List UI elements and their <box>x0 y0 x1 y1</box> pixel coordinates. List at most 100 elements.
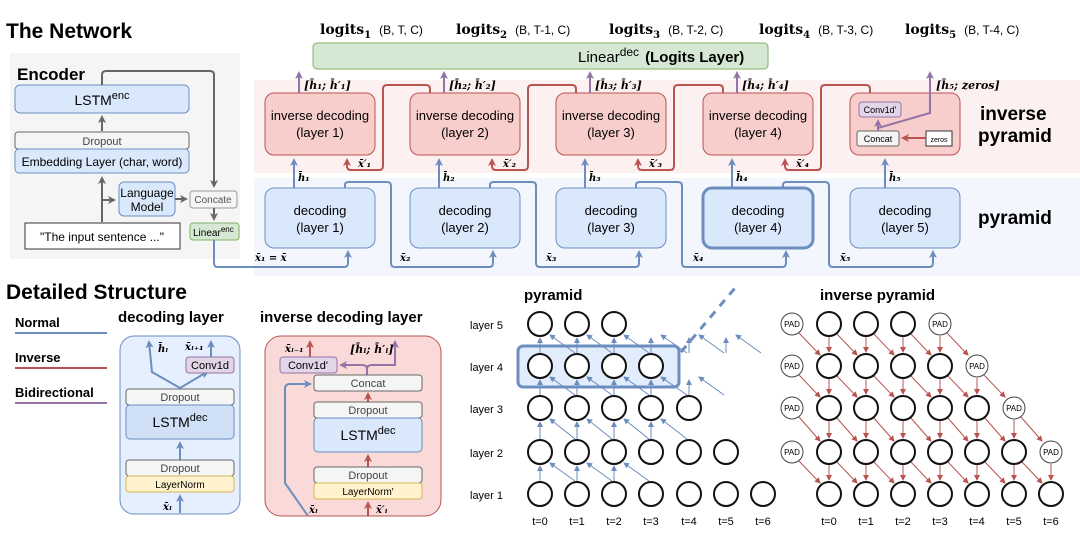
inverse-pyramid-node <box>853 311 879 337</box>
pyramid-node <box>676 395 702 421</box>
decoding-layer: (layer 2) <box>441 220 489 235</box>
pyramid-edge <box>586 334 613 354</box>
inverse-edge <box>1020 416 1043 442</box>
inverse-pyramid-node <box>927 353 953 379</box>
pad-node <box>780 312 804 336</box>
decoding-input-label: x̄₃ <box>545 253 557 264</box>
inverse-dropout-bottom-label: Dropout <box>348 470 387 482</box>
decoding-layernorm-box <box>125 475 235 493</box>
inverse-edge <box>983 374 1006 398</box>
inverse-edge <box>872 416 895 442</box>
decoding-input-label: x̄₁ = x̄ <box>254 253 288 264</box>
pyramid-node <box>564 311 590 337</box>
pyramid-time-label: t=1 <box>569 516 585 528</box>
decoding-lstm-label: LSTMdec <box>152 412 208 430</box>
bidirectional-output-label: [h̄₃; h̄′₃] <box>595 78 642 92</box>
bidirectional-output-label: [h̄₄; h̄′₄] <box>742 78 789 92</box>
pyramid-node <box>564 439 590 465</box>
inverse-time-label: t=4 <box>969 516 985 528</box>
network-title: The Network <box>6 20 132 43</box>
legend-bidirectional: Bidirectional <box>15 385 94 400</box>
embedding-box <box>14 148 190 174</box>
pyramid-node <box>601 481 627 507</box>
logits-label-2: logits2(B, T-1, C) <box>456 22 570 41</box>
inverse-edge <box>946 374 969 398</box>
inverse-edge <box>909 416 932 442</box>
pyramid-time-label: t=5 <box>718 516 734 528</box>
decoding-conv1d-box <box>185 356 235 374</box>
inverse-pyramid-node <box>890 395 916 421</box>
inverse-input-label: x̄′₂ <box>502 159 517 170</box>
inverse-decoding-box-3 <box>555 92 667 156</box>
inverse-concat-box <box>313 374 423 392</box>
inverse-edge <box>835 332 858 356</box>
inverse-input-label: x̄′₃ <box>648 159 663 170</box>
inverse-edge <box>909 374 932 398</box>
inverse-decoding-layer: (layer 3) <box>587 125 635 140</box>
input-sentence-label: "The input sentence ..." <box>40 230 164 244</box>
decoding-layer: (layer 1) <box>296 220 344 235</box>
decoding-input-label: x̄₅ <box>839 253 851 264</box>
decoding-title: decoding <box>585 203 638 218</box>
pyramid-node <box>527 481 553 507</box>
logits-layer-label: Lineardec(Logits Layer) <box>578 45 744 66</box>
inverse-edge <box>798 460 821 484</box>
inverse-top-concat-label: Concat <box>864 134 893 144</box>
decoding-box-1 <box>264 187 376 249</box>
lstm-enc-label: LSTMenc <box>74 90 130 108</box>
pad-node <box>1039 440 1063 464</box>
pyramid-edge <box>623 376 650 396</box>
inverse-input-label: x̄′₁ <box>357 159 371 170</box>
highlighted-layer-4 <box>516 344 681 389</box>
pyramid-node <box>638 439 664 465</box>
pyramid-node <box>750 481 776 507</box>
hidden-state-label: h̄₁ <box>298 172 310 184</box>
pyramid-edge <box>660 334 688 354</box>
pyramid-time-label: t=6 <box>755 516 771 528</box>
inverse-decoding-box-4 <box>702 92 814 156</box>
inverse-layernorm-box <box>313 482 423 500</box>
inverse-edge <box>798 416 821 442</box>
inverse-lstm-label: LSTMdec <box>340 425 396 443</box>
pyramid-edge <box>698 376 725 396</box>
pyramid-edge <box>549 418 576 440</box>
inverse-concat-label: Concat <box>351 378 386 390</box>
decoding-box-4 <box>701 186 815 250</box>
inverse-edge <box>983 460 1006 484</box>
pyramid-node <box>638 481 664 507</box>
inverse-decoding-layer: (layer 4) <box>734 125 782 140</box>
decoding-dropout-bottom-label: Dropout <box>160 463 199 475</box>
logits-label-1: logits1(B, T, C) <box>320 22 423 41</box>
pad-node <box>965 354 989 378</box>
inverse-dropout-top-label: Dropout <box>348 405 387 417</box>
pyramid-edge <box>660 418 688 440</box>
inverse-top-conv-label: Conv1d' <box>864 105 897 115</box>
inverse-decoding-title: inverse decoding <box>271 108 369 123</box>
logits-layer-box <box>312 42 769 70</box>
encoder-title: Encoder <box>17 65 85 84</box>
decoding-dropout-top-label: Dropout <box>160 392 199 404</box>
pad-label: PAD <box>784 362 800 371</box>
logits-label-3: logits3(B, T-2, C) <box>609 22 723 41</box>
inverse-time-label: t=0 <box>821 516 837 528</box>
decoding-input-label: x̄₂ <box>399 253 411 264</box>
input-sentence-box[interactable] <box>24 222 181 250</box>
pyramid-edge <box>586 418 613 440</box>
decoding-conv1d-label: Conv1d <box>191 360 229 372</box>
decoding-input-label: x̄₄ <box>692 253 703 264</box>
pyramid-node <box>601 395 627 421</box>
linear-enc-label: Linearenc <box>193 225 234 239</box>
inverse-pyramid-node <box>890 481 916 507</box>
decoding-title: decoding <box>439 203 492 218</box>
decoding-layer: (layer 3) <box>587 220 635 235</box>
inverse-edge <box>835 374 858 398</box>
pad-label: PAD <box>969 362 985 371</box>
inverse-time-label: t=5 <box>1006 516 1022 528</box>
inverse-edge <box>1020 460 1043 484</box>
pad-label: PAD <box>784 320 800 329</box>
inverse-lstm-box <box>313 417 423 453</box>
pyramid-time-label: t=2 <box>606 516 622 528</box>
pad-node <box>780 440 804 464</box>
pyramid-node <box>638 395 664 421</box>
inverse-pyramid-node <box>816 395 842 421</box>
